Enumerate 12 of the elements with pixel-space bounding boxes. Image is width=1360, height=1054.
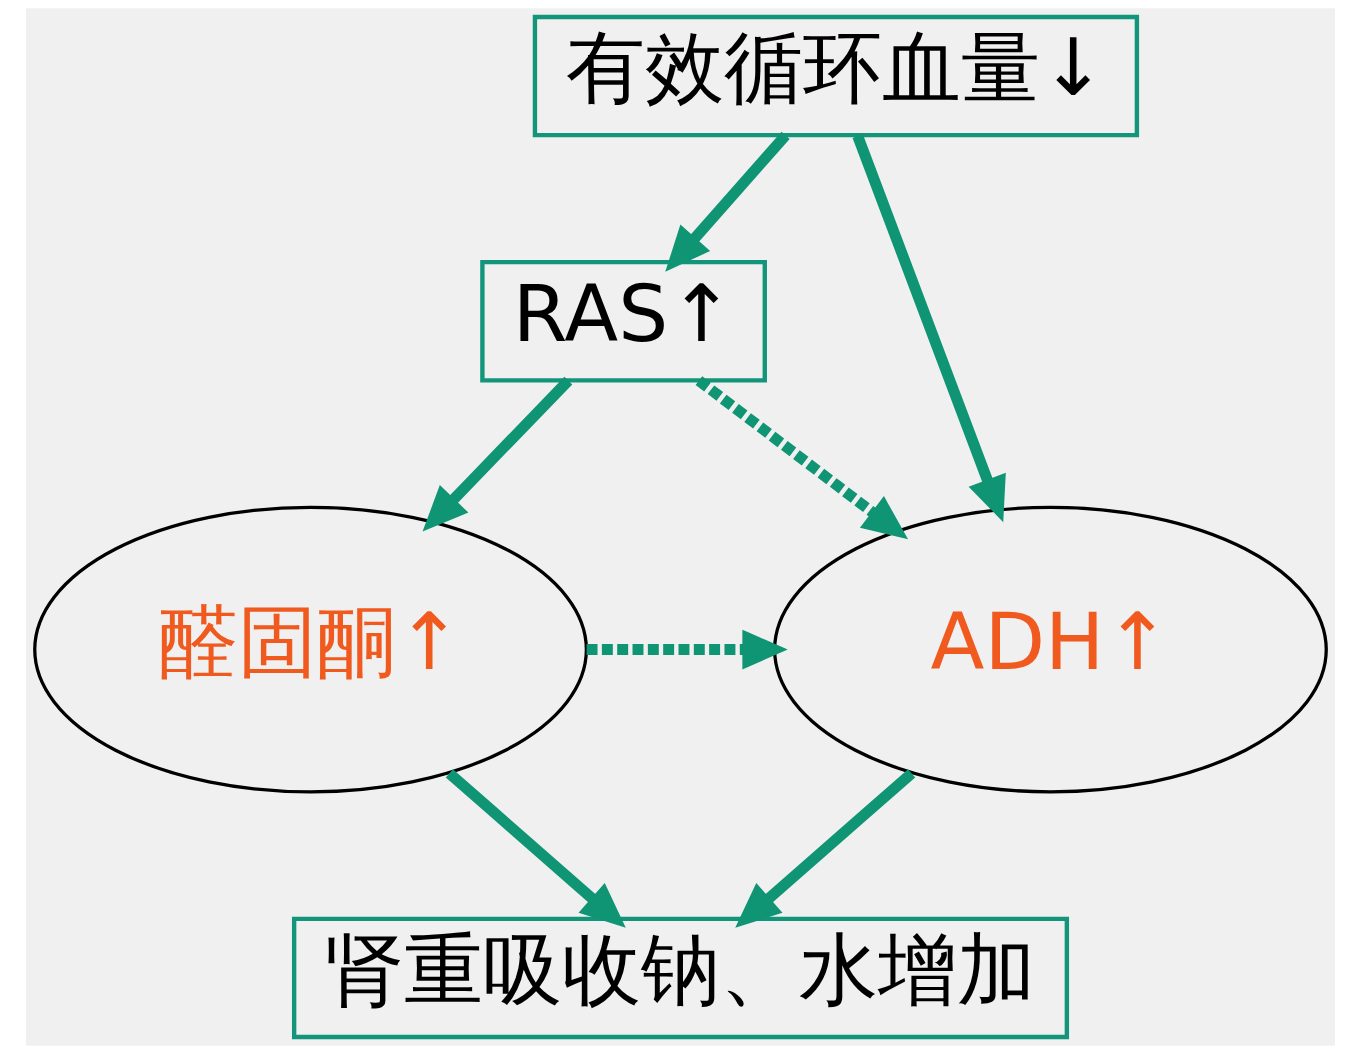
arrow <box>695 376 908 540</box>
arrow <box>586 629 788 670</box>
node-box: 有效循环血量↓ <box>532 14 1139 138</box>
arrow <box>734 769 915 928</box>
arrow <box>445 769 626 928</box>
arrow <box>852 134 1006 523</box>
node-ellipse: ADH↑ <box>772 505 1328 794</box>
arrow <box>422 376 572 532</box>
node-box: 肾重吸收钠、水增加 <box>291 916 1069 1040</box>
arrow <box>664 131 790 272</box>
node-ellipse: 醛固酮↑ <box>32 505 588 794</box>
node-box: RAS↑ <box>479 259 767 383</box>
